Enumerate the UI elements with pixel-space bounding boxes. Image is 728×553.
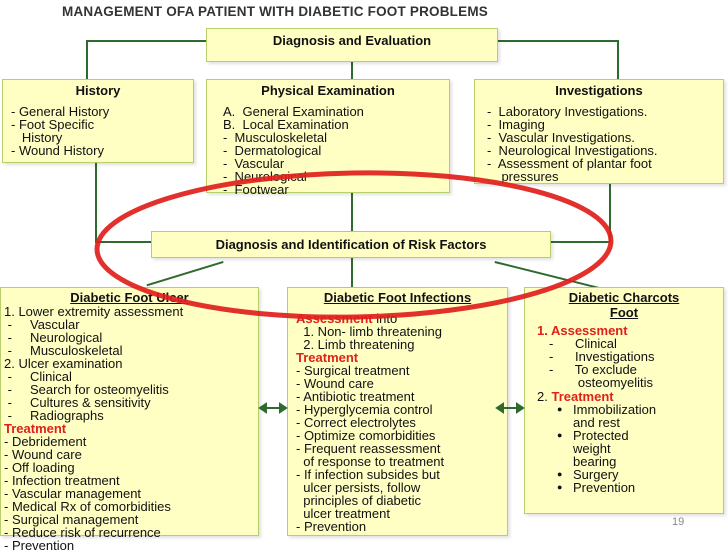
physical-line: - Dermatological [223, 143, 322, 158]
infections-treatment-line: - Antibiotic treatment [296, 389, 415, 404]
ulcer-line: - Clinical [4, 369, 72, 384]
charcots-treatment-line: bearing [573, 454, 617, 469]
infections-treatment-line: - Correct electrolytes [296, 415, 416, 430]
ulcer-line: 2. Ulcer examination [4, 356, 123, 371]
investigations-line: - Imaging [487, 117, 545, 132]
history-box: History - General History - Foot Specifi… [2, 79, 194, 163]
page-number: 19 [672, 516, 685, 528]
charcots-assessment-line: - Clinical [549, 336, 617, 351]
risk-factors-label: Diagnosis and Identification of Risk Fac… [215, 237, 487, 252]
charcots-treatment-line: ●Immobilization [557, 402, 657, 417]
physical-exam-heading: Physical Examination [261, 83, 395, 98]
foot-infections-heading: Diabetic Foot Infections [323, 290, 472, 305]
charcots-treatment-line: and rest [573, 415, 620, 430]
physical-line: A. General Examination [223, 104, 364, 119]
ulcer-line: - Vascular [4, 317, 80, 332]
history-line: - General History [11, 104, 110, 119]
history-heading: History [75, 83, 121, 98]
diagnosis-evaluation-label: Diagnosis and Evaluation [272, 33, 432, 48]
ulcer-treatment-line: - Infection treatment [4, 473, 120, 488]
charcots-treatment-line: weight [573, 441, 611, 456]
investigations-line: pressures [487, 169, 559, 184]
infections-treatment-line: - If infection subsides but [296, 467, 440, 482]
investigations-line: - Assessment of plantar foot [487, 156, 652, 171]
ulcer-treatment-line: - Surgical management [4, 512, 139, 527]
ulcer-treatment-line: - Reduce risk of recurrence [4, 525, 161, 540]
ulcer-treatment-line: - Off loading [4, 460, 75, 475]
charcots-treatment: 2. Treatment [537, 390, 723, 403]
charcots-treatment-label: Treatment [551, 389, 614, 404]
charcots-assessment-line: - Investigations [549, 349, 655, 364]
ulcer-treatment-label: Treatment [4, 421, 67, 436]
charcots-assessment-line: - To exclude [549, 362, 637, 377]
physical-line: - Footwear [223, 182, 289, 197]
physical-line: - Musculoskeletal [223, 130, 328, 145]
infections-assessment-line: 2. Limb threatening [296, 337, 415, 352]
risk-factors-box: Diagnosis and Identification of Risk Fac… [151, 231, 551, 258]
charcots-heading-line1: Diabetic Charcots [568, 290, 680, 305]
ulcer-treatment-line: - Debridement [4, 434, 87, 449]
ulcer-line: - Radiographs [4, 408, 104, 423]
charcots-assessment-label: 1. Assessment [537, 323, 628, 338]
charcots-treatment-line: ●Prevention [557, 480, 636, 495]
arrow-head-icon [516, 402, 525, 414]
infections-treatment-line: - Optimize comorbidities [296, 428, 436, 443]
arrow-head-icon [258, 402, 267, 414]
foot-infections-box: Diabetic Foot Infections Assessment into… [287, 287, 508, 536]
infections-treatment-line: - Hyperglycemia control [296, 402, 433, 417]
infections-treatment-line: - Prevention [296, 519, 367, 534]
foot-ulcer-box: Diabetic Foot Ulcer 1. Lower extremity a… [0, 287, 259, 552]
charcots-foot-box: Diabetic Charcots Foot 1. Assessment - C… [524, 287, 724, 514]
infections-treatment-line: principles of diabetic [296, 493, 422, 508]
arrow-head-icon [279, 402, 288, 414]
charcots-treatment-line: ●Protected [557, 428, 629, 443]
bullet-icon: ● [557, 430, 563, 440]
ulcer-line: - Neurological [4, 330, 103, 345]
bullet-icon: ● [557, 469, 563, 479]
investigations-box: Investigations - Laboratory Investigatio… [474, 79, 724, 184]
history-line: History [11, 130, 63, 145]
investigations-line: - Vascular Investigations. [487, 130, 635, 145]
charcots-assessment-line: osteomyelitis [549, 375, 654, 390]
infections-treatment-line: - Surgical treatment [296, 363, 410, 378]
infections-treatment-line: of response to treatment [296, 454, 445, 469]
charcots-heading-line2: Foot [609, 305, 639, 320]
ulcer-treatment-line: - Vascular management [4, 486, 142, 501]
history-line: - Foot Specific [11, 117, 95, 132]
ulcer-treatment-line: - Medical Rx of comorbidities [4, 499, 171, 514]
ulcer-line: - Search for osteomyelitis [4, 382, 169, 397]
foot-ulcer-heading: Diabetic Foot Ulcer [70, 290, 189, 305]
physical-line: - Vascular [223, 156, 285, 171]
investigations-heading: Investigations [555, 83, 643, 98]
diagnosis-evaluation-box: Diagnosis and Evaluation [206, 28, 498, 62]
physical-exam-box: Physical Examination A. General Examinat… [206, 79, 450, 197]
bullet-icon: ● [557, 404, 563, 414]
infections-treatment-label: Treatment [296, 350, 359, 365]
investigations-line: - Neurological Investigations. [487, 143, 658, 158]
ulcer-line: - Musculoskeletal [4, 343, 123, 358]
page-title: MANAGEMENT OFA PATIENT WITH DIABETIC FOO… [62, 4, 488, 19]
bullet-icon: ● [557, 482, 563, 492]
investigations-line: - Laboratory Investigations. [487, 104, 648, 119]
charcots-treatment-num: 2. [537, 389, 552, 404]
infections-treatment-line: - Frequent reassessment [296, 441, 441, 456]
charcots-treatment-line: ●Surgery [557, 467, 619, 482]
ulcer-treatment-line: - Wound care [4, 447, 82, 462]
infections-treatment-line: ulcer treatment [296, 506, 390, 521]
infections-treatment-line: - Wound care [296, 376, 374, 391]
infections-treatment-line: ulcer persists, follow [296, 480, 421, 495]
ulcer-line: - Cultures & sensitivity [4, 395, 151, 410]
physical-line: B. Local Examination [223, 117, 349, 132]
infections-assessment-line: 1. Non- limb threatening [296, 324, 442, 339]
history-line: - Wound History [11, 143, 104, 158]
